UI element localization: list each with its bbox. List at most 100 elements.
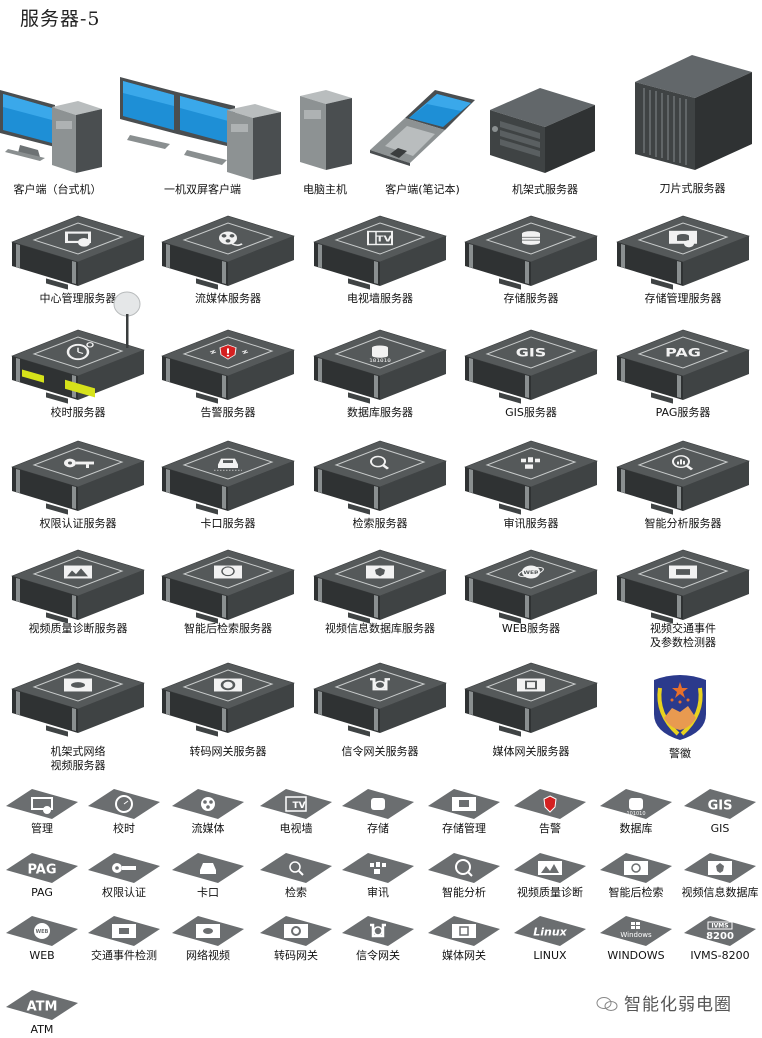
server-database: 101010 数据库服务器 bbox=[312, 322, 448, 438]
server-label: 存储服务器 bbox=[503, 292, 559, 305]
small-icon-校时: 校时 bbox=[86, 787, 162, 837]
small-icon-label: 交通事件检测 bbox=[91, 949, 157, 962]
small-icon-linux: Linux LINUX bbox=[512, 914, 588, 964]
diamond-icon bbox=[342, 789, 414, 819]
diamond-icon bbox=[600, 853, 672, 883]
small-icon-电视墙: TV 电视墙 bbox=[258, 787, 334, 837]
small-icon-权限认证: 权限认证 bbox=[86, 851, 162, 901]
management-server-icon bbox=[11, 215, 145, 290]
small-icon-label: GIS bbox=[710, 822, 730, 835]
diamond-icon bbox=[172, 916, 244, 946]
database-server-icon: 101010 bbox=[313, 329, 447, 404]
server-label: 卡口服务器 bbox=[200, 517, 256, 530]
small-icon-智能分析: 智能分析 bbox=[426, 851, 502, 901]
small-icon-web: WEB WEB bbox=[4, 914, 80, 964]
svg-text:8200: 8200 bbox=[706, 931, 734, 942]
analysis-server-icon bbox=[616, 440, 750, 515]
diamond-icon bbox=[172, 789, 244, 819]
server-label: 存储管理服务器 bbox=[644, 292, 722, 305]
svg-text:Linux: Linux bbox=[533, 926, 567, 939]
diamond-icon bbox=[342, 916, 414, 946]
small-icon-label: 管理 bbox=[31, 822, 53, 835]
server-label: 信令网关服务器 bbox=[341, 745, 419, 758]
search-server-icon bbox=[313, 440, 447, 515]
server-alarm: 告警服务器 bbox=[160, 322, 296, 438]
traffic-event-server-icon bbox=[616, 549, 750, 624]
small-icon-label: WEB bbox=[29, 949, 55, 962]
diamond-icon bbox=[428, 916, 500, 946]
server-traffic-event: 视频交通事件及参数检测器 bbox=[615, 542, 751, 654]
server-PAG: PAG PAG服务器 bbox=[615, 322, 751, 438]
server-interrogation: 审讯服务器 bbox=[463, 433, 599, 549]
diamond-icon bbox=[260, 853, 332, 883]
small-icon-label: 流媒体 bbox=[191, 822, 225, 835]
alarm-server-icon bbox=[161, 329, 295, 404]
small-icon-label: 卡口 bbox=[197, 886, 219, 899]
video-quality-server-icon bbox=[11, 549, 145, 624]
svg-text:101010: 101010 bbox=[369, 359, 391, 364]
device-desktop-client: 客户端（台式机） bbox=[0, 85, 115, 200]
diamond-icon bbox=[88, 853, 160, 883]
device-label: 客户端（台式机） bbox=[13, 183, 102, 196]
server-film-reel: 流媒体服务器 bbox=[160, 208, 296, 324]
server-label-line1: 视频交通事件 bbox=[650, 622, 716, 635]
film-reel-server-icon bbox=[161, 215, 295, 290]
server-storage-management: 存储管理服务器 bbox=[615, 208, 751, 324]
small-icon-检索: 检索 bbox=[258, 851, 334, 901]
diamond-icon: TV bbox=[260, 789, 332, 819]
laptop-client-icon bbox=[370, 90, 475, 166]
watermark-text: 智能化弱电圈 bbox=[624, 995, 732, 1015]
server-label: 检索服务器 bbox=[352, 517, 408, 530]
small-icon-label: 信令网关 bbox=[356, 949, 400, 962]
server-label: 转码网关服务器 bbox=[189, 745, 267, 758]
device-label: 客户端(笔记本) bbox=[385, 183, 460, 196]
interrogation-server-icon bbox=[464, 440, 598, 515]
small-icon-label: 智能后检索 bbox=[608, 886, 664, 899]
rack-server-icon bbox=[490, 88, 595, 173]
small-icon-label: 存储管理 bbox=[442, 822, 486, 835]
diamond-icon: WEB bbox=[6, 916, 78, 946]
small-icon-atm: ATM ATM bbox=[4, 988, 80, 1038]
car-server-icon bbox=[161, 440, 295, 515]
server-car: 卡口服务器 bbox=[160, 433, 296, 549]
post-search-server-icon bbox=[161, 549, 295, 624]
small-icon-pag: PAG PAG bbox=[4, 851, 80, 901]
server-web: WEB WEB服务器 bbox=[463, 542, 599, 654]
small-icon-label: 网络视频 bbox=[186, 949, 230, 962]
small-icon-卡口: 卡口 bbox=[170, 851, 246, 901]
server-label: 审讯服务器 bbox=[503, 517, 559, 530]
page-title: 服务器-5 bbox=[20, 8, 101, 30]
small-icon-label: 媒体网关 bbox=[442, 949, 486, 962]
small-icon-数据库: 101010 数据库 bbox=[598, 787, 674, 837]
desktop-client-icon bbox=[0, 90, 102, 173]
server-video-info-db: 视频信息数据库服务器 bbox=[312, 542, 448, 654]
gps-antenna-icon bbox=[112, 290, 142, 350]
tv-wall-server-icon: TV bbox=[313, 215, 447, 290]
server-network-video: 机架式网络视频服务器 bbox=[10, 655, 146, 777]
blade-server-icon bbox=[635, 55, 752, 170]
server-label: WEB服务器 bbox=[501, 622, 561, 635]
police-badge: 警徽 bbox=[640, 672, 720, 767]
dual-screen-client-icon bbox=[120, 77, 281, 180]
small-icon-智能后检索: 智能后检索 bbox=[598, 851, 674, 901]
device-dual-screen-client: 一机双屏客户端 bbox=[115, 72, 290, 200]
svg-text:TV: TV bbox=[292, 801, 305, 811]
svg-text:GIS: GIS bbox=[708, 799, 733, 814]
diamond-icon bbox=[6, 789, 78, 819]
diamond-icon: PAG bbox=[6, 853, 78, 883]
media-gateway-server-icon bbox=[464, 662, 598, 737]
diamond-icon bbox=[342, 853, 414, 883]
device-label: 电脑主机 bbox=[303, 183, 347, 196]
small-icon-label: WINDOWS bbox=[607, 949, 665, 962]
GIS-server-icon: GIS bbox=[464, 329, 598, 404]
server-search: 检索服务器 bbox=[312, 433, 448, 549]
server-post-search: 智能后检索服务器 bbox=[160, 542, 296, 654]
server-label: 媒体网关服务器 bbox=[492, 745, 570, 758]
small-icon-label: 视频信息数据库 bbox=[681, 886, 759, 899]
server-tv-wall: TV 电视墙服务器 bbox=[312, 208, 448, 324]
svg-text:WEB: WEB bbox=[36, 929, 49, 935]
small-icon-label: PAG bbox=[31, 886, 53, 899]
server-key: 权限认证服务器 bbox=[10, 433, 146, 549]
